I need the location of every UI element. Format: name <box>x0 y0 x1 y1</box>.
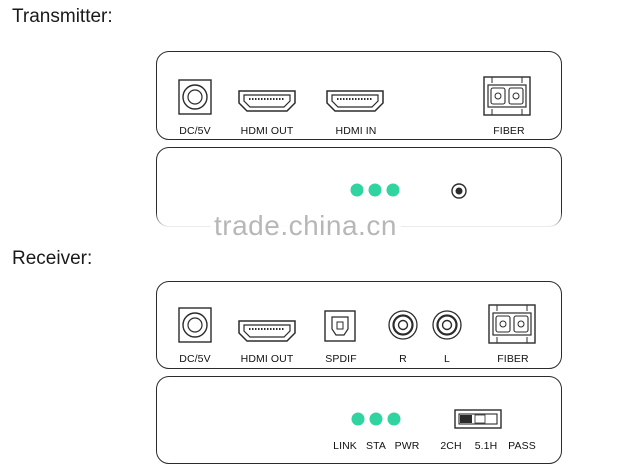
rx-l-label: L <box>444 353 450 365</box>
hdmi-port-icon <box>238 320 296 342</box>
rx-fiber-label: FIBER <box>497 353 529 365</box>
button-hole-icon <box>451 183 467 199</box>
rca-jack-icon <box>432 310 462 340</box>
fiber-port-icon <box>488 304 536 344</box>
receiver-heading: Receiver: <box>12 248 93 269</box>
rca-jack-icon <box>388 310 418 340</box>
tx-fiber-label: FIBER <box>493 125 525 137</box>
led-indicator-icon <box>350 183 400 197</box>
dc-jack-icon <box>178 307 212 343</box>
spdif-port-icon <box>324 310 356 342</box>
dc-jack-icon <box>178 79 212 115</box>
tx-hdmi-out-label: HDMI OUT <box>240 125 294 137</box>
rx-pwr-label: PWR <box>394 440 420 452</box>
tx-dc-label: DC/5V <box>179 125 211 137</box>
transmitter-heading: Transmitter: <box>12 6 113 27</box>
led-indicator-icon <box>351 412 401 426</box>
rx-spdif-label: SPDIF <box>325 353 357 365</box>
rx-2ch-label: 2CH <box>440 440 462 452</box>
hdmi-port-icon <box>326 90 384 112</box>
rx-dc-label: DC/5V <box>179 353 211 365</box>
hdmi-port-icon <box>238 90 296 112</box>
rx-sta-label: STA <box>366 440 386 452</box>
audio-mode-switch[interactable] <box>454 409 502 429</box>
rx-r-label: R <box>399 353 407 365</box>
fiber-port-icon <box>483 76 531 116</box>
rx-pass-label: PASS <box>508 440 536 452</box>
tx-hdmi-in-label: HDMI IN <box>335 125 377 137</box>
rx-hdmi-out-label: HDMI OUT <box>240 353 294 365</box>
rx-51h-label: 5.1H <box>474 440 498 452</box>
rx-link-label: LINK <box>333 440 357 452</box>
watermark: trade.china.cn <box>210 210 401 242</box>
